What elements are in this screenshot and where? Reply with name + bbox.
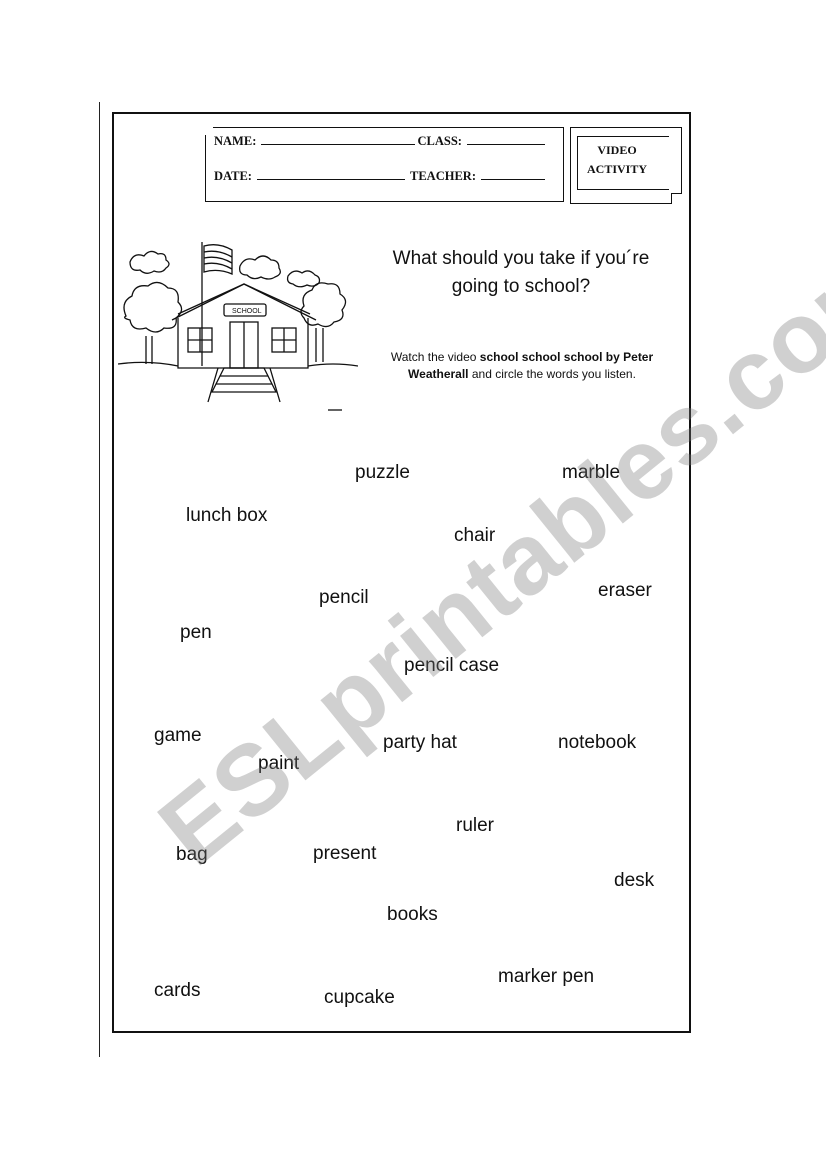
class-blank[interactable]: [467, 143, 546, 145]
info-row-name-class: NAME: CLASS:: [214, 134, 547, 149]
video-label-line2: ACTIVITY: [586, 162, 647, 176]
margin-line: [99, 102, 100, 1057]
word-party-hat[interactable]: party hat: [383, 732, 457, 753]
school-building-illustration: SCHOOL: [118, 242, 358, 411]
name-label: NAME:: [214, 134, 257, 148]
word-desk[interactable]: desk: [614, 870, 655, 891]
word-books[interactable]: books: [387, 904, 438, 925]
school-sign-text: SCHOOL: [232, 308, 262, 315]
date-blank[interactable]: [257, 178, 406, 180]
word-pencil-case[interactable]: pencil case: [404, 655, 500, 676]
worksheet-border: [112, 112, 691, 1033]
video-title: school school school by Peter Weatherall: [408, 350, 654, 381]
video-activity-frame: [577, 136, 669, 190]
word-cupcake[interactable]: cupcake: [324, 987, 395, 1008]
word-puzzle[interactable]: puzzle: [355, 462, 410, 483]
word-eraser[interactable]: eraser: [598, 580, 652, 601]
word-game[interactable]: game: [154, 725, 202, 746]
instructions: Watch the video school school school by …: [364, 349, 680, 383]
word-lunch-box[interactable]: lunch box: [186, 505, 268, 526]
question-heading: What should you take if you´re going to …: [368, 245, 674, 301]
teacher-blank[interactable]: [481, 178, 546, 180]
heading-line1: What should you take if you´re: [392, 248, 650, 269]
word-marble[interactable]: marble: [562, 462, 621, 483]
teacher-label: TEACHER:: [410, 169, 476, 183]
student-info-box: NAME: CLASS: DATE: TEACHER:: [205, 127, 564, 202]
heading-line2: going to school?: [451, 276, 591, 297]
date-label: DATE:: [214, 169, 252, 183]
video-activity-box: VIDEO ACTIVITY: [570, 127, 682, 204]
page-fold-corner: [671, 193, 682, 204]
class-label: CLASS:: [417, 134, 462, 148]
word-notebook[interactable]: notebook: [558, 732, 637, 753]
word-present[interactable]: present: [313, 843, 377, 864]
instructions-text-start: Watch the video: [390, 350, 480, 364]
video-activity-label: VIDEO ACTIVITY: [577, 141, 657, 179]
word-marker-pen[interactable]: marker pen: [498, 966, 595, 987]
word-pen[interactable]: pen: [180, 622, 212, 643]
word-paint[interactable]: paint: [258, 753, 300, 774]
word-bag[interactable]: bag: [176, 844, 208, 865]
video-label-line1: VIDEO: [597, 143, 637, 157]
word-chair[interactable]: chair: [454, 525, 496, 546]
instructions-text-end: and circle the words you listen.: [468, 367, 636, 381]
word-pencil[interactable]: pencil: [319, 587, 369, 608]
word-cards[interactable]: cards: [154, 980, 201, 1001]
name-blank[interactable]: [261, 143, 416, 145]
word-ruler[interactable]: ruler: [456, 815, 495, 836]
info-row-date-teacher: DATE: TEACHER:: [214, 169, 547, 184]
